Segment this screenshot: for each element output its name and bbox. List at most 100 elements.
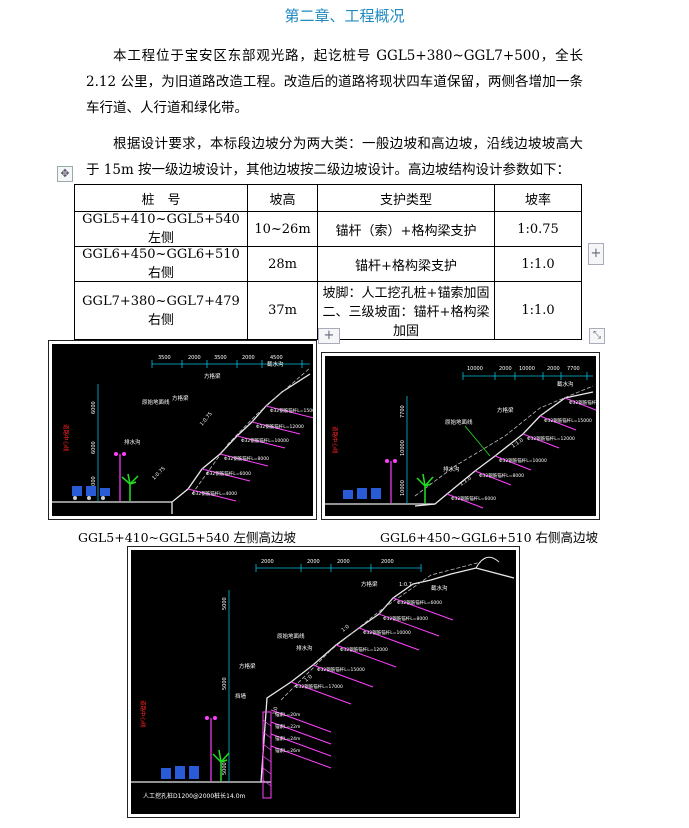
dim-label: 2000 <box>499 366 512 372</box>
cell-height: 28m <box>247 246 318 282</box>
top-dimension-labels: 10000 2000 10000 2000 7700 7700 10000 10… <box>400 366 580 496</box>
anchor-line <box>392 597 454 621</box>
anchor-line <box>494 455 532 471</box>
note-label: 方格梁 <box>361 580 378 588</box>
dim-label: 2000 <box>188 355 201 361</box>
table-header-row: 桩 号 坡高 支护类型 坡率 <box>74 184 582 212</box>
anchor-label: Φ32钢筋锚杆L=17000 <box>569 399 596 406</box>
anchor-line <box>335 644 397 668</box>
table-resize-handle-icon[interactable]: ⤡ <box>589 328 605 344</box>
anchor-label: Φ32钢筋锚杆L=6000 <box>451 495 496 502</box>
figure-caption-1: GGL5+410~GGL5+540 左侧高边坡 <box>78 530 297 545</box>
note-label: 原始地面线 <box>445 418 473 426</box>
intro-paragraph: 本工程位于宝安区东部观光路，起讫桩号 GGL5+380~GGL7+500，全长 … <box>86 48 583 116</box>
anchor-line <box>446 493 484 509</box>
add-column-button[interactable]: + <box>318 328 340 344</box>
cell-ratio: 1:0.75 <box>494 211 582 247</box>
table-row: GGL7+380~GGL7+479 右侧 37m 坡脚：人工挖孔桩+锚索加固 二… <box>74 281 582 340</box>
tree-icon <box>212 749 230 781</box>
slope-ratio-labels: 1:0.7 1:0 1:0 1:0 <box>272 582 412 715</box>
cell-support: 锚杆+格构梁支护 <box>317 246 495 282</box>
cell-height: 37m <box>247 281 318 340</box>
anchor-line <box>270 733 332 757</box>
dim-label: 7700 <box>567 366 580 372</box>
cell-support-line: 二、三级坡面：锚杆+格构梁加固 <box>322 305 490 339</box>
chapter-title: 第二章、工程概况 <box>284 7 405 25</box>
slope-ratio-labels: 1:0.75 1:0.75 <box>151 411 214 481</box>
anchor-label: 锚索L=24m <box>275 735 300 742</box>
road-centerline-label: 道路中心线 <box>62 424 70 452</box>
slope-drawing-2: 10000 2000 10000 2000 7700 7700 10000 10… <box>321 352 600 520</box>
slope-drawing-3: 2000 2000 2000 2000 5000 5000 5000 截水沟 方… <box>127 546 520 818</box>
dim-label: 5000 <box>222 677 228 690</box>
slope-ratio: 1:0 <box>304 674 314 684</box>
drawing-notes: 截水沟 方格梁 原始地面线 排水沟 <box>443 380 574 473</box>
add-row-button[interactable]: + <box>588 243 604 265</box>
dim-label: 10000 <box>400 440 406 456</box>
top-dimension-labels: 2000 2000 2000 2000 5000 5000 5000 <box>222 559 394 775</box>
anchor-label: Φ32钢筋锚杆L=8000 <box>479 472 524 479</box>
anchor-line <box>378 613 440 637</box>
note-label: 方格梁 <box>204 372 221 380</box>
slope-parameter-table: 桩 号 坡高 支护类型 坡率 GGL5+410~GGL5+540 左侧 10~2… <box>74 184 582 340</box>
road-centerline-label: 道路中心线 <box>139 700 147 728</box>
vehicle-icons <box>72 486 110 500</box>
anchor-group: Φ32钢筋锚杆L=17000Φ32钢筋锚杆L=15000Φ32钢筋锚杆L=120… <box>446 397 596 509</box>
note-label: 方格梁 <box>172 394 189 402</box>
anchor-label: Φ32钢筋锚杆L=8000 <box>383 615 428 622</box>
anchor-line <box>270 709 332 733</box>
note-label: 排水沟 <box>443 465 460 473</box>
slope-ratio: 1:1.0 <box>459 475 473 487</box>
anchor-label: Φ32钢筋锚杆L=10000 <box>363 629 411 636</box>
anchor-line <box>265 405 313 419</box>
pile-note: 人工挖孔桩D1200@2000桩长14.0m <box>143 792 246 800</box>
anchor-label: Φ32钢筋锚杆L=6000 <box>397 599 442 606</box>
note-label: 原始地面线 <box>142 398 170 406</box>
note-label: 截水沟 <box>431 584 448 592</box>
note-label: 排水沟 <box>124 438 141 446</box>
bored-pile-icon <box>262 711 272 799</box>
drawing-notes: 截水沟 方格梁 原始地面线 方格梁 排水沟 <box>124 360 284 446</box>
slope-ratio: 1:0 <box>272 706 279 715</box>
anchor-line <box>474 470 512 486</box>
cad-section-1: 3500 2000 3500 2000 4500 6000 6000 4000 … <box>52 344 313 516</box>
streetlamp-icon <box>114 452 126 501</box>
cell-support-line: 坡脚：人工挖孔桩+锚索加固 <box>322 286 490 301</box>
anchor-line <box>270 721 332 745</box>
anchor-line <box>201 468 251 482</box>
cad-section-2: 10000 2000 10000 2000 7700 7700 10000 10… <box>325 356 596 516</box>
cell-support: 坡脚：人工挖孔桩+锚索加固 二、三级坡面：锚杆+格构梁加固 <box>317 281 495 340</box>
slope-ratio: 1:0.7 <box>399 582 412 588</box>
anchor-line <box>290 681 352 705</box>
cell-station: GGL5+410~GGL5+540 左侧 <box>74 211 248 247</box>
dim-label: 2000 <box>337 559 350 565</box>
anchor-line <box>522 433 560 449</box>
dim-label: 10000 <box>467 366 483 372</box>
cell-ratio: 1:1.0 <box>494 281 582 340</box>
design-paragraph: 根据设计要求，本标段边坡分为两大类：一般边坡和高边坡，沿线边坡坡高大于 15m … <box>86 136 583 178</box>
drawing-notes: 截水沟 方格梁 原始地面线 排水沟 方格梁 挡墙 <box>235 580 448 700</box>
anchor-label: Φ32钢筋锚杆L=17000 <box>295 683 343 690</box>
dim-label: 2000 <box>261 559 274 565</box>
top-dimension-labels: 3500 2000 3500 2000 4500 6000 6000 4000 <box>91 355 283 489</box>
anchor-label: Φ32钢筋锚杆L=12000 <box>256 423 304 430</box>
anchor-line <box>564 397 596 411</box>
table-move-handle-icon[interactable]: ✥ <box>57 166 73 182</box>
cell-support: 锚杆（索）+格构梁支护 <box>317 211 495 247</box>
anchor-line <box>270 745 332 769</box>
anchor-line <box>358 627 420 651</box>
note-label: 方格梁 <box>497 406 514 414</box>
dim-label: 2000 <box>547 366 560 372</box>
table-row: GGL6+450~GGL6+510 右侧 28m 锚杆+格构梁支护 1:1.0 <box>74 246 582 282</box>
header-support: 支护类型 <box>317 184 495 212</box>
dim-label: 5000 <box>222 762 228 775</box>
cell-station: GGL7+380~GGL7+479 右侧 <box>74 281 248 340</box>
anchor-line <box>219 453 269 467</box>
header-ratio: 坡率 <box>494 184 582 212</box>
anchor-label: Φ32钢筋锚杆L=4000 <box>192 490 237 497</box>
dim-label: 4000 <box>91 476 97 489</box>
note-label: 排水沟 <box>296 644 313 652</box>
dim-label: 5000 <box>222 597 228 610</box>
note-label: 截水沟 <box>267 360 284 368</box>
slope-drawing-1: 3500 2000 3500 2000 4500 6000 6000 4000 … <box>48 340 317 520</box>
